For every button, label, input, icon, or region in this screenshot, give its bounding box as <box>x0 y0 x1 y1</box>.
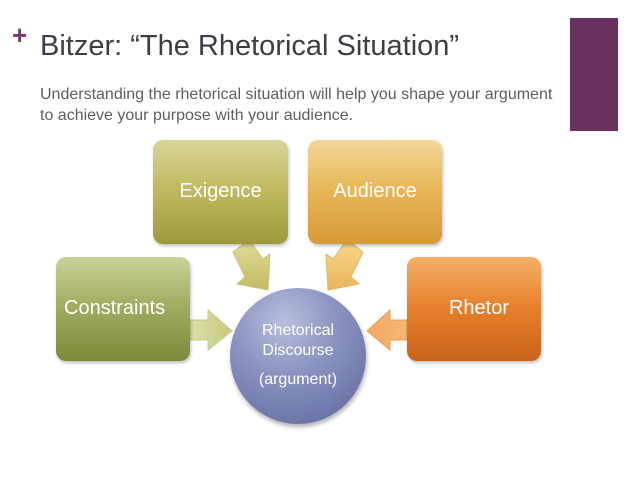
node-exigence-label: Exigence <box>179 180 262 202</box>
center-label-line2: Discourse <box>262 342 334 359</box>
node-audience: Audience <box>308 140 442 244</box>
node-rhetor-label: Rhetor <box>448 297 509 319</box>
arrow-exigence <box>232 239 271 291</box>
arrow-audience <box>325 239 364 291</box>
node-constraints: Constraints <box>56 257 190 361</box>
slide-bullet-plus: + <box>12 20 28 50</box>
accent-bar <box>570 18 618 131</box>
center-label-line1: Rhetorical <box>261 322 335 339</box>
node-constraints-label: Constraints <box>64 297 166 319</box>
arrow-rhetor <box>366 308 408 352</box>
center-label-line3: (argument) <box>258 371 338 388</box>
slide-subtitle: Understanding the rhetorical situation w… <box>40 86 553 124</box>
slide-title: Bitzer: “The Rhetorical Situation” <box>40 30 460 62</box>
node-exigence: Exigence <box>153 140 288 244</box>
arrow-constraints <box>189 308 233 352</box>
node-audience-label: Audience <box>333 180 417 202</box>
center-rhetorical-discourse: Rhetorical Discourse (argument) <box>230 288 366 424</box>
node-rhetor: Rhetor <box>407 257 541 361</box>
